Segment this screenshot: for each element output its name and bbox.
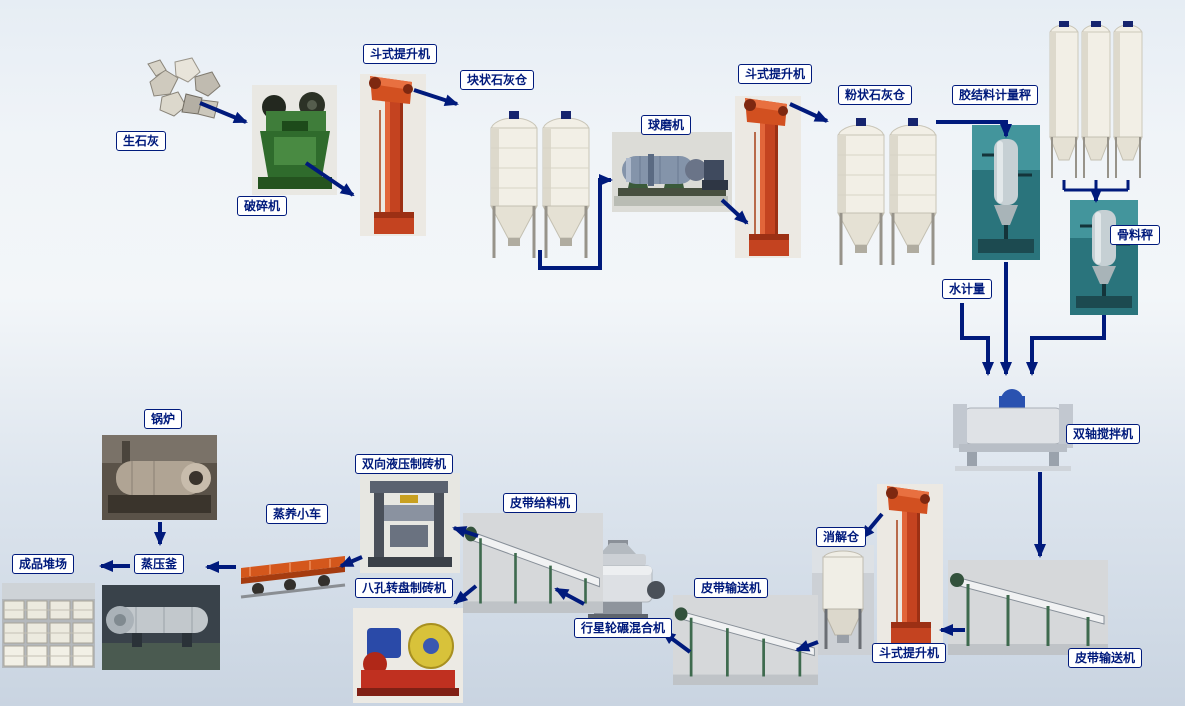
bucket-elevator-2-image: [733, 92, 803, 262]
twin-shaft-mixer-image: [953, 382, 1073, 472]
powder-lime-silo-image: [832, 115, 942, 275]
label-hydraulic-brick-machine: 双向液压制砖机: [355, 454, 454, 474]
bucket-elevator-1-image: [358, 70, 428, 240]
label-water-meter: 水计量: [942, 279, 993, 299]
label-planetary-mixer: 行星轮碾混合机: [574, 618, 673, 638]
label-twin-shaft-mixer: 双轴搅拌机: [1066, 424, 1141, 444]
autoclave-image: [102, 585, 220, 670]
label-crusher: 破碎机: [237, 196, 288, 216]
binder-scale-image: [972, 125, 1040, 260]
block-lime-silo-image: [485, 108, 595, 268]
label-belt-conveyor-right: 皮带输送机: [1068, 648, 1143, 668]
label-aggregate-scale: 骨料秤: [1110, 225, 1161, 245]
label-slaking-silo: 消解仓: [816, 527, 867, 547]
label-bucket-elevator-1: 斗式提升机: [363, 44, 438, 64]
label-steam-curing-trolley: 蒸养小车: [266, 504, 329, 524]
tall-silo-group-image: [1046, 20, 1146, 185]
quicklime-rocks-image: [140, 52, 230, 127]
label-block-lime-silo: 块状石灰仓: [460, 70, 535, 90]
label-ball-mill: 球磨机: [641, 115, 692, 135]
slaking-silo-image: [812, 545, 874, 655]
belt-conveyor-right-image: [948, 560, 1108, 655]
rotary-brick-machine-image: [353, 608, 463, 703]
label-binder-scale: 胶结料计量秤: [952, 85, 1039, 105]
label-quicklime: 生石灰: [116, 131, 167, 151]
product-yard-image: [2, 583, 95, 668]
belt-conveyor-mid-image: [673, 595, 818, 685]
label-belt-feeder: 皮带给料机: [503, 493, 578, 513]
bucket-elevator-3-image: [875, 480, 945, 650]
label-belt-conveyor-mid: 皮带输送机: [694, 578, 769, 598]
aggregate-scale-image: [1070, 200, 1138, 315]
label-autoclave: 蒸压釜: [134, 554, 185, 574]
steam-curing-trolley-image: [238, 548, 348, 603]
label-bucket-elevator-2: 斗式提升机: [738, 64, 813, 84]
label-bucket-elevator-3: 斗式提升机: [872, 643, 947, 663]
ball-mill-image: [612, 132, 732, 212]
label-powder-lime-silo: 粉状石灰仓: [838, 85, 913, 105]
hydraulic-brick-machine-image: [360, 473, 460, 573]
label-product-yard: 成品堆场: [12, 554, 75, 574]
label-rotary-brick-machine: 八孔转盘制砖机: [355, 578, 454, 598]
jaw-crusher-image: [252, 85, 337, 195]
boiler-image: [102, 435, 217, 520]
label-boiler: 锅炉: [144, 409, 183, 429]
belt-feeder-image: [463, 513, 603, 613]
